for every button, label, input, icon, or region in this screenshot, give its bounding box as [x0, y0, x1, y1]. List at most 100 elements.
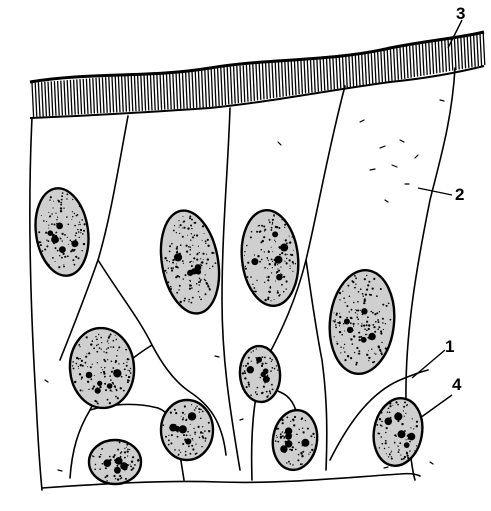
chromatin-stipple: [79, 224, 80, 225]
chromatin-stipple: [310, 435, 312, 437]
brush-border-striation: [266, 63, 268, 99]
brush-border-striation: [157, 73, 159, 110]
chromatin-stipple: [189, 217, 191, 219]
chromatin-stipple: [190, 424, 191, 425]
chromatin-stipple: [121, 376, 123, 378]
chromatin-stipple: [272, 222, 273, 223]
chromatin-stipple: [366, 324, 368, 326]
chromatin-stipple: [94, 375, 95, 376]
chromatin-stipple: [190, 249, 192, 251]
chromatin-stipple: [131, 461, 133, 463]
chromatin-stipple: [275, 281, 276, 282]
chromatin-stipple: [366, 321, 368, 323]
chromatin-stipple: [268, 260, 269, 261]
brush-border-striation: [96, 78, 98, 113]
chromatin-stipple: [302, 445, 303, 446]
chromatin-stipple: [196, 452, 198, 454]
chromatin-stipple: [180, 224, 182, 226]
chromatin-stipple: [363, 302, 365, 304]
chromatin-stipple: [283, 245, 285, 247]
chromatin-stipple: [297, 459, 299, 461]
chromatin-stipple: [75, 232, 77, 234]
chromatin-stipple: [243, 365, 244, 366]
chromatin-stipple: [198, 281, 200, 283]
chromatin-stipple: [280, 273, 281, 274]
chromatin-stipple: [183, 434, 185, 436]
chromatin-stipple: [368, 328, 370, 330]
chromatin-stipple: [350, 317, 352, 319]
chromatin-stipple: [186, 251, 188, 253]
chromatin-stipple: [245, 266, 246, 267]
chromatin-stipple: [288, 440, 290, 442]
chromatin-stipple: [85, 356, 87, 358]
chromatin-stipple: [101, 342, 102, 343]
chromatin-stipple: [171, 434, 173, 436]
chromatin-stipple: [179, 427, 181, 429]
chromatin-stipple: [376, 295, 378, 297]
chromatin-stipple: [263, 236, 265, 238]
chromatin-stipple: [392, 405, 393, 406]
label-2: 2: [455, 185, 464, 204]
brush-border-striation: [198, 70, 200, 108]
chromatin-stipple: [113, 475, 115, 477]
chromatin-stipple: [129, 377, 130, 378]
chromatin-stipple: [178, 455, 179, 456]
chromatin-stipple: [60, 207, 62, 209]
chromatin-stipple: [244, 255, 245, 256]
brush-border-striation: [240, 66, 242, 103]
chromatin-stipple: [372, 361, 374, 363]
chromatin-stipple: [84, 223, 86, 225]
chromatin-stipple: [121, 478, 122, 479]
membrane-c: [222, 108, 240, 470]
chromatin-stipple: [281, 249, 283, 251]
chromatin-stipple: [369, 335, 371, 337]
chromatin-stipple: [290, 421, 291, 422]
chromatin-stipple: [81, 379, 82, 380]
chromatin-stipple: [276, 435, 277, 436]
chromatin-stipple: [296, 434, 297, 435]
chromatin-stipple: [379, 311, 380, 312]
leader-line-1: [412, 350, 445, 378]
chromatin-stipple: [391, 458, 393, 460]
brush-border-striation: [282, 61, 284, 97]
chromatin-stipple: [268, 219, 269, 220]
chromatin-stipple: [80, 358, 81, 359]
chromatin-stipple: [110, 334, 112, 336]
chromatin-stipple: [169, 245, 171, 247]
chromatin-stipple: [281, 274, 283, 276]
chromatin-stipple: [63, 264, 64, 265]
chromatin-stipple: [261, 259, 263, 261]
brush-border-striation: [166, 72, 168, 109]
brush-border-striation: [323, 56, 325, 90]
chromatin-stipple: [168, 268, 169, 269]
chromatin-stipple: [119, 442, 121, 444]
chromatin-stipple: [267, 268, 268, 269]
chromatin-stipple: [190, 225, 192, 227]
chromatin-stipple: [269, 263, 271, 265]
chromatin-stipple: [55, 235, 57, 237]
chromatin-stipple: [204, 430, 206, 432]
chromatin-stipple: [265, 363, 266, 364]
chromatin-stipple: [184, 414, 185, 415]
chromatin-stipple: [245, 268, 247, 270]
chromatin-stipple: [406, 439, 407, 440]
chromatin-stipple: [115, 396, 117, 398]
chromatin-stipple: [104, 367, 105, 368]
chromatin-stipple: [358, 323, 359, 324]
chromatin-stipple: [276, 365, 277, 366]
chromatin-stipple: [261, 225, 263, 227]
chromatin-stipple: [303, 431, 305, 433]
chromatin-stipple: [267, 375, 269, 377]
chromatin-stipple: [115, 335, 116, 336]
chromatin-stipple: [99, 386, 101, 388]
chromatin-stipple: [74, 225, 76, 227]
brush-border-striation: [285, 61, 287, 96]
chromatin-stipple: [289, 259, 291, 261]
chromatin-stipple: [300, 463, 302, 465]
chromatin-stipple: [342, 291, 343, 292]
chromatin-stipple: [344, 351, 346, 353]
chromatin-stipple: [193, 418, 194, 419]
chromatin-stipple: [373, 326, 375, 328]
brush-border-striation: [470, 35, 472, 67]
chromatin-stipple: [257, 255, 259, 257]
